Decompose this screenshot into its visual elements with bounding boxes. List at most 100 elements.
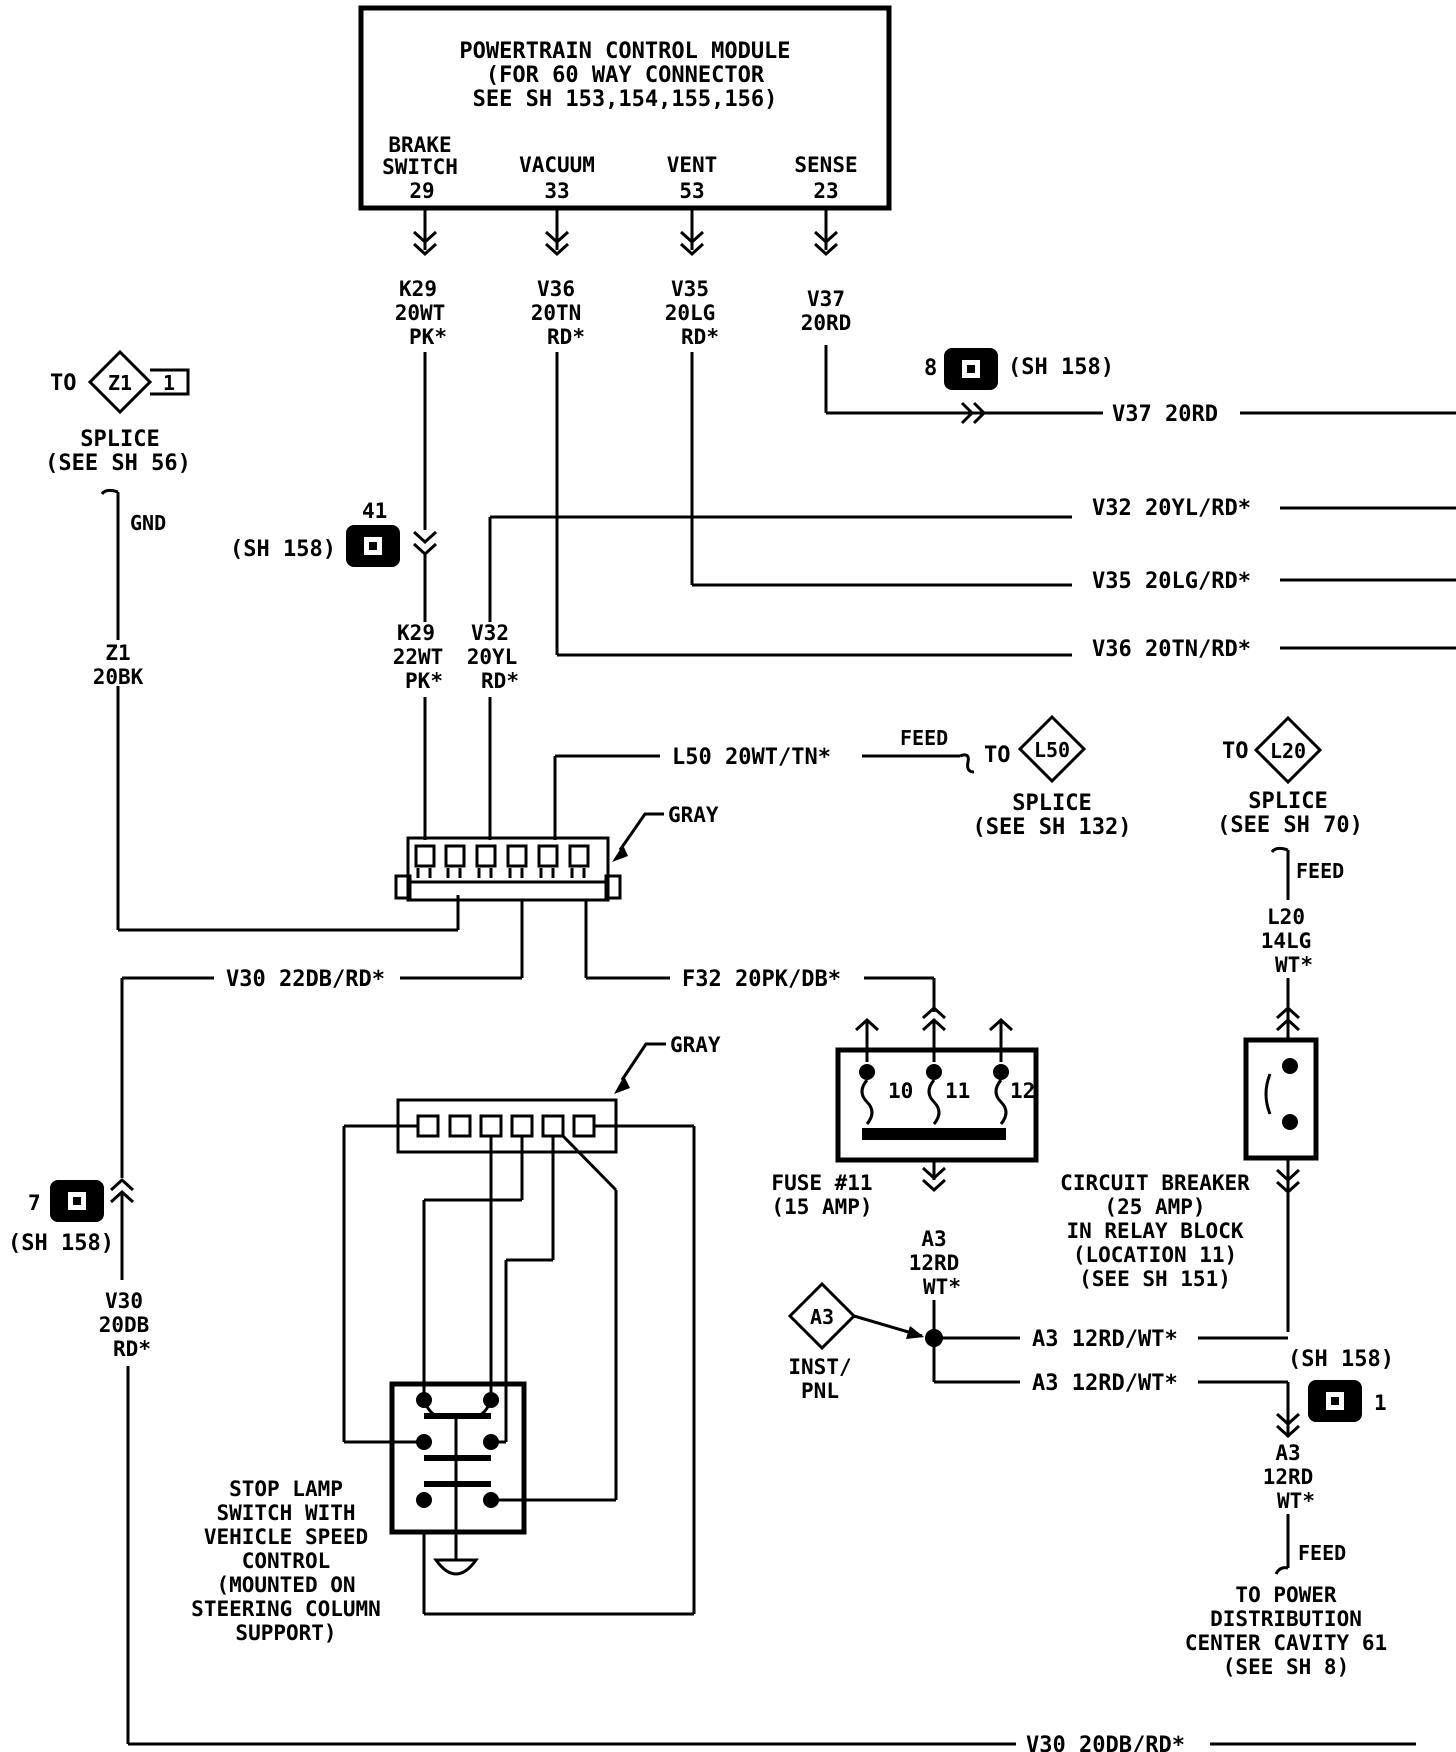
svg-text:(LOCATION 11): (LOCATION 11) (1073, 1243, 1237, 1267)
stop-lamp-switch-label: STOP LAMP SWITCH WITH VEHICLE SPEED CONT… (191, 1477, 381, 1645)
svg-text:SPLICE: SPLICE (80, 427, 159, 452)
svg-text:10: 10 (888, 1079, 913, 1103)
svg-text:L50 20WT/TN*: L50 20WT/TN* (672, 745, 831, 770)
svg-text:20LG: 20LG (665, 301, 716, 325)
svg-text:TO POWER: TO POWER (1235, 1583, 1337, 1607)
svg-text:V30 20DB/RD*: V30 20DB/RD* (1026, 1733, 1185, 1752)
svg-text:SUPPORT): SUPPORT) (235, 1621, 336, 1645)
svg-text:(SEE SH 132): (SEE SH 132) (973, 815, 1132, 840)
right-wire-v36: V36 20TN/RD* (1092, 637, 1456, 662)
svg-text:CONTROL: CONTROL (242, 1549, 331, 1573)
svg-text:CENTER CAVITY 61: CENTER CAVITY 61 (1185, 1631, 1387, 1655)
svg-text:RD*: RD* (481, 669, 519, 693)
svg-text:VEHICLE SPEED: VEHICLE SPEED (204, 1525, 368, 1549)
svg-text:V37: V37 (807, 287, 845, 311)
wire-label-v35-top: V35 20LG RD* (665, 277, 719, 349)
gray-connector-upper: GRAY (394, 803, 719, 902)
svg-text:F32 20PK/DB*: F32 20PK/DB* (682, 967, 841, 992)
gray-label-upper: GRAY (668, 803, 719, 827)
connector-8-icon: 8 (SH 158) (924, 348, 1114, 390)
svg-text:PNL: PNL (801, 1379, 839, 1403)
svg-text:TO: TO (50, 371, 77, 396)
svg-text:TO: TO (1222, 739, 1249, 764)
svg-text:V35: V35 (671, 277, 709, 301)
wire-label-v32-low: V32 20YL RD* (467, 621, 519, 693)
svg-text:DISTRIBUTION: DISTRIBUTION (1210, 1607, 1362, 1631)
svg-text:FEED: FEED (900, 726, 948, 750)
svg-text:20RD: 20RD (801, 311, 852, 335)
svg-text:Z1: Z1 (105, 641, 130, 665)
svg-text:(SH 158): (SH 158) (8, 1231, 114, 1256)
svg-text:20BK: 20BK (93, 665, 144, 689)
splice-z1: TO Z1 1 SPLICE (SEE SH 56) GND Z1 20BK (45, 349, 460, 932)
svg-text:V36: V36 (537, 277, 575, 301)
svg-text:(SH 158): (SH 158) (230, 537, 336, 562)
svg-text:14LG: 14LG (1261, 929, 1312, 953)
wire-f32: F32 20PK/DB* (584, 900, 936, 1012)
svg-text:41: 41 (362, 499, 387, 523)
splice-l50: TO L50 SPLICE (SEE SH 132) (973, 714, 1132, 840)
fuse-11: 10 11 12 FUSE #11 (15 AMP) A3 12RD WT* (771, 1005, 1039, 1380)
pcm-pin-23-name: SENSE (794, 153, 857, 177)
svg-text:A3 12RD/WT*: A3 12RD/WT* (1032, 1371, 1178, 1396)
svg-text:12RD: 12RD (909, 1251, 960, 1275)
svg-text:(MOUNTED ON: (MOUNTED ON (216, 1573, 355, 1597)
wire-label-k29-low: K29 22WT PK* (393, 621, 444, 693)
svg-text:V32: V32 (471, 621, 509, 645)
svg-text:RD*: RD* (547, 325, 585, 349)
svg-text:STEERING COLUMN: STEERING COLUMN (191, 1597, 381, 1621)
pcm-pin-29-name2: SWITCH (382, 155, 458, 179)
pcm-pin-29-number: 29 (409, 179, 434, 203)
svg-text:CIRCUIT BREAKER: CIRCUIT BREAKER (1060, 1171, 1250, 1195)
svg-text:V36 20TN/RD*: V36 20TN/RD* (1092, 637, 1251, 662)
svg-text:11: 11 (945, 1079, 970, 1103)
svg-text:(SH 158): (SH 158) (1288, 1347, 1394, 1372)
wire-label-a3-low: A3 12RD WT* FEED (1263, 1441, 1346, 1575)
svg-text:PK*: PK* (405, 669, 443, 693)
svg-text:L20: L20 (1270, 739, 1306, 763)
svg-text:20DB: 20DB (99, 1313, 150, 1337)
svg-text:RD*: RD* (681, 325, 719, 349)
pcm-pin-53-number: 53 (679, 179, 704, 203)
pcm-pin-chevrons (412, 208, 839, 257)
svg-text:22WT: 22WT (393, 645, 444, 669)
svg-text:IN RELAY BLOCK: IN RELAY BLOCK (1066, 1219, 1243, 1243)
pcm-title-line-3: SEE SH 153,154,155,156) (473, 87, 778, 112)
svg-text:FUSE #11: FUSE #11 (771, 1171, 872, 1195)
gray-connector-lower: GRAY (396, 1033, 721, 1154)
splice-a3: A3 INST/ PNL A3 12RD/WT* A3 12RD/WT* (787, 1281, 1301, 1439)
svg-text:WT*: WT* (1277, 1489, 1315, 1513)
powertrain-control-module: POWERTRAIN CONTROL MODULE (FOR 60 WAY CO… (358, 5, 892, 211)
svg-text:L20: L20 (1267, 905, 1305, 929)
svg-text:20YL: 20YL (467, 645, 518, 669)
svg-text:WT*: WT* (1275, 953, 1313, 977)
pcm-title-line-1: POWERTRAIN CONTROL MODULE (459, 39, 790, 64)
pcm-pin-33-number: 33 (544, 179, 569, 203)
wire-label-v37-top: V37 20RD (801, 287, 852, 335)
right-wire-v37: V37 20RD (1112, 402, 1456, 427)
wire-l50: L50 20WT/TN* FEED (553, 726, 975, 840)
svg-text:SPLICE: SPLICE (1248, 789, 1327, 814)
power-distribution-center-note: TO POWER DISTRIBUTION CENTER CAVITY 61 (… (1185, 1583, 1387, 1679)
connector-41-icon: 41 (SH 158) (230, 499, 400, 567)
pcm-pin-23-number: 23 (813, 179, 838, 203)
svg-text:V30: V30 (105, 1289, 143, 1313)
svg-text:WT*: WT* (923, 1275, 961, 1299)
splice-l20: TO L20 SPLICE (SEE SH 70) FEED L20 14LG … (1217, 715, 1363, 1040)
svg-text:8: 8 (924, 356, 937, 381)
svg-text:FEED: FEED (1298, 1541, 1346, 1565)
svg-text:(SEE SH 70): (SEE SH 70) (1217, 813, 1363, 838)
svg-text:1: 1 (163, 371, 175, 395)
connector-7-icon: 7 (SH 158) (8, 1177, 135, 1280)
connector-1-icon: (SH 158) 1 (1288, 1347, 1394, 1422)
svg-text:V35 20LG/RD*: V35 20LG/RD* (1092, 569, 1251, 594)
svg-text:SPLICE: SPLICE (1012, 791, 1091, 816)
svg-text:A3: A3 (810, 1305, 834, 1329)
wire-label-v36-top: V36 20TN RD* (531, 277, 585, 349)
pcm-pin-33-name: VACUUM (519, 153, 595, 177)
wire-label-v30-left: V30 20DB RD* V30 20DB/RD* (99, 1289, 1416, 1752)
svg-text:A3: A3 (1275, 1441, 1300, 1465)
svg-text:RD*: RD* (113, 1337, 151, 1361)
svg-text:A3: A3 (921, 1227, 946, 1251)
